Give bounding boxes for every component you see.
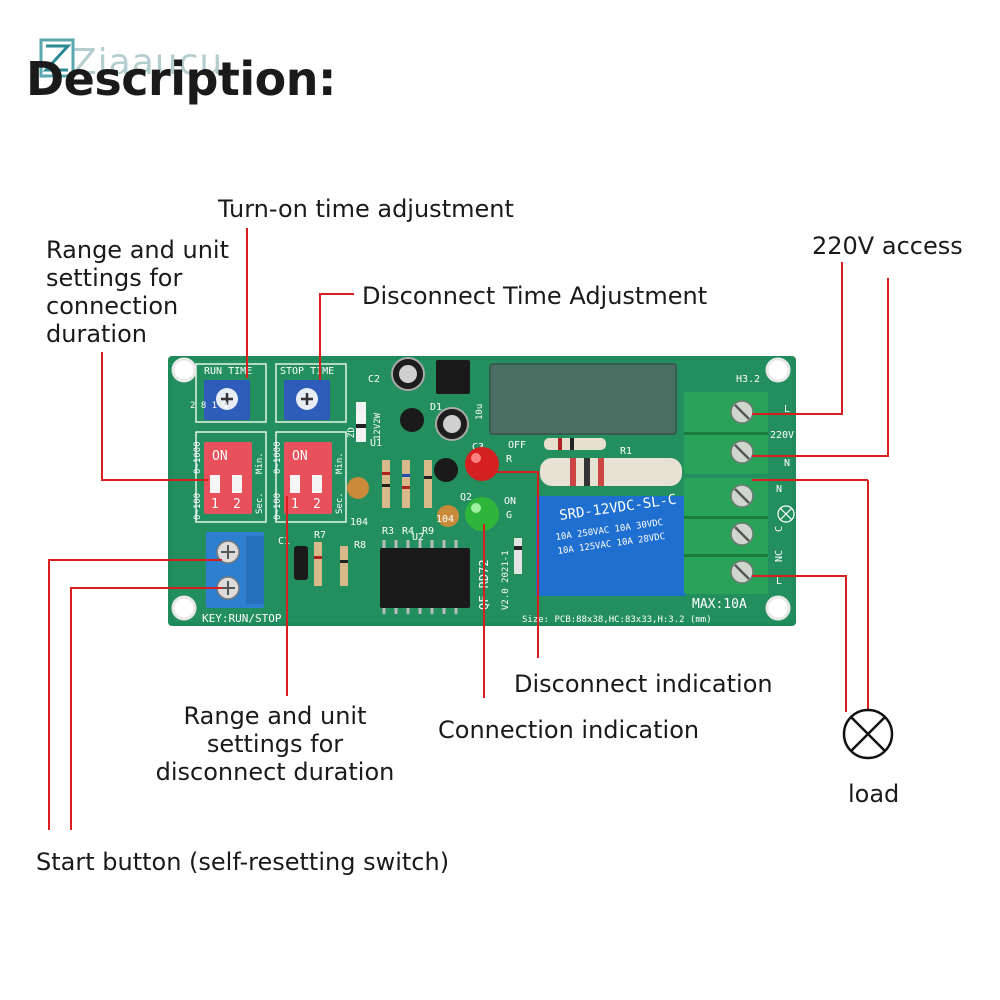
svg-text:2 8 1 9: 2 8 1 9 [190, 401, 228, 411]
svg-text:C: C [774, 526, 785, 532]
stop-time-dip-switch[interactable] [284, 442, 332, 514]
svg-text:104: 104 [436, 514, 454, 525]
svg-text:KEY:RUN/STOP: KEY:RUN/STOP [202, 612, 282, 625]
svg-text:R1: R1 [620, 446, 632, 457]
svg-text:G: G [506, 510, 512, 521]
stop-time-label: STOP TIME [280, 366, 334, 377]
svg-text:Sec.: Sec. [335, 492, 345, 514]
svg-text:0~1000: 0~1000 [273, 441, 283, 474]
svg-text:N: N [784, 458, 790, 469]
label-220v-access: 220V access [812, 232, 963, 260]
wire-load-l [752, 575, 847, 712]
on-led-green [465, 497, 499, 531]
svg-text:R4: R4 [402, 526, 414, 537]
label-load: load [848, 780, 900, 808]
svg-text:R: R [506, 454, 513, 465]
svg-text:2: 2 [313, 497, 321, 512]
stop-time-section: STOP TIME ON 1 2 0~100 0~1000 Min. Sec. [273, 363, 347, 523]
svg-text:0~1000: 0~1000 [193, 441, 203, 474]
run-time-dip-switch[interactable] [204, 442, 252, 514]
wire-start-button-2 [70, 587, 222, 830]
z-logo-icon [39, 38, 75, 78]
relay: SRD-12VDC-SL-C 10A 250VAC 10A 30VDC 10A … [536, 492, 686, 596]
wire-start-button-1 [48, 559, 222, 830]
svg-text:Q1: Q1 [356, 413, 367, 423]
svg-text:NC: NC [774, 550, 785, 562]
lamp-symbol-icon [777, 505, 795, 523]
brand-logo: Ziaaucu [38, 36, 258, 86]
svg-text:1: 1 [211, 497, 219, 512]
svg-text:U2: U2 [412, 532, 424, 543]
svg-text:R8: R8 [354, 540, 366, 551]
power-terminal-block[interactable]: H3.2 L 220V N [684, 374, 794, 474]
svg-text:D1: D1 [430, 402, 442, 413]
svg-text:ON: ON [292, 449, 308, 464]
wire-range-connection [101, 352, 208, 481]
svg-text:R7: R7 [314, 530, 326, 541]
svg-text:OFF: OFF [508, 440, 526, 451]
load-lamp-icon [842, 708, 894, 760]
svg-text:ON: ON [504, 496, 516, 507]
run-time-section: RUN TIME 2 8 1 9 ON 1 2 0~100 0~1000 Min… [190, 363, 267, 523]
svg-text:L: L [784, 404, 790, 415]
svg-text:V2.0 2021-1: V2.0 2021-1 [501, 550, 511, 610]
callout-lines [48, 228, 889, 830]
wire-disconnect-time [319, 293, 354, 380]
svg-text:1: 1 [291, 497, 299, 512]
svg-text:Sec.: Sec. [255, 492, 265, 514]
svg-text:ON: ON [212, 449, 228, 464]
svg-text:U1: U1 [370, 438, 382, 449]
label-start-button: Start button (self-resetting switch) [36, 848, 450, 876]
wire-220v-l [752, 262, 843, 415]
label-disconnect-indication: Disconnect indication [514, 670, 773, 698]
label-connection-indication: Connection indication [438, 716, 700, 744]
svg-text:0~100: 0~100 [273, 493, 283, 520]
svg-text:R3: R3 [382, 526, 394, 537]
svg-text:C2: C2 [368, 374, 380, 385]
svg-text:H3.2: H3.2 [736, 374, 760, 385]
load-terminal-block[interactable]: N NC C L MAX:10A [684, 478, 795, 612]
label-range-disconnect: Range and unit settings for disconnect d… [155, 702, 395, 786]
svg-text:Min.: Min. [335, 452, 345, 474]
svg-text:0~100: 0~100 [193, 493, 203, 520]
brand-name: Ziaaucu [72, 42, 224, 83]
svg-text:12V2W: 12V2W [373, 412, 383, 440]
svg-text:104: 104 [350, 517, 368, 528]
off-led-red [465, 447, 499, 481]
run-time-label: RUN TIME [204, 366, 252, 377]
svg-text:Size: PCB:88x38,HC:83x33,H:3.2: Size: PCB:88x38,HC:83x33,H:3.2 (mm) [522, 615, 712, 625]
label-disconnect-time: Disconnect Time Adjustment [362, 282, 708, 310]
svg-text:220V: 220V [770, 430, 794, 441]
svg-text:MAX:10A: MAX:10A [692, 597, 747, 612]
page-title: Description: [26, 52, 336, 106]
svg-text:Min.: Min. [255, 452, 265, 474]
svg-text:L: L [776, 576, 782, 587]
svg-text:2: 2 [233, 497, 241, 512]
svg-text:R9: R9 [422, 526, 434, 537]
svg-text:ZD: ZD [347, 427, 357, 438]
wire-220v-n [752, 278, 889, 457]
middle-components: C2 D1 ZD 12V2W U1 104 R3 R4 R9 104 Q2 10… [278, 357, 712, 625]
svg-text:C1: C1 [278, 536, 290, 547]
label-turn-on-time: Turn-on time adjustment [218, 195, 514, 223]
label-range-connection: Range and unit settings for connection d… [46, 236, 229, 348]
wire-disconnect-indication [492, 471, 539, 658]
svg-text:Q2: Q2 [460, 492, 472, 503]
svg-text:10u: 10u [475, 404, 485, 420]
svg-text:N: N [776, 484, 782, 495]
